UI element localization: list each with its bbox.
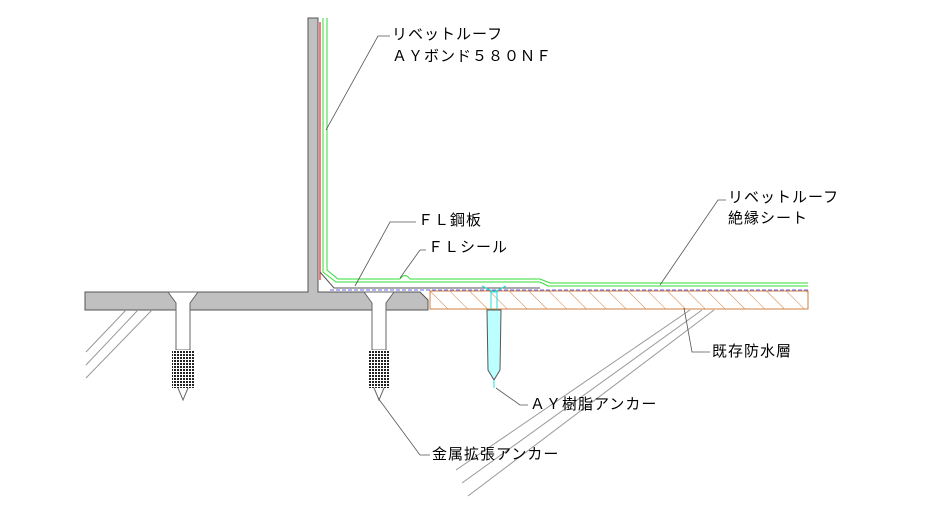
membrane — [322, 18, 808, 287]
label-ay-resin-anchor: ＡＹ樹脂アンカー — [530, 395, 658, 413]
existing-waterproof-layer — [429, 290, 809, 310]
fl-steel-plate — [319, 271, 540, 289]
label-insulation-sheet: 絶縁シート — [728, 209, 809, 227]
label-metal-expansion-anchor: 金属拡張アンカー — [432, 445, 560, 463]
label-rivet-roof-wall: リベットルーフ — [392, 25, 504, 43]
resin-anchor — [481, 285, 507, 388]
metal-anchor-1 — [167, 291, 199, 402]
concrete-slab — [84, 17, 429, 311]
label-fl-seal: ＦＬシール — [428, 238, 509, 256]
label-existing-waterproof: 既存防水層 — [712, 342, 793, 360]
label-fl-steel: ＦＬ鋼板 — [418, 211, 483, 229]
metal-anchor-2 — [363, 291, 395, 402]
label-ay-bond: ＡＹボンド５８０ＮＦ — [392, 47, 553, 65]
leader-lines — [325, 35, 726, 456]
label-rivet-roof-floor: リベットルーフ — [728, 188, 840, 206]
ground-hatching — [85, 309, 715, 497]
